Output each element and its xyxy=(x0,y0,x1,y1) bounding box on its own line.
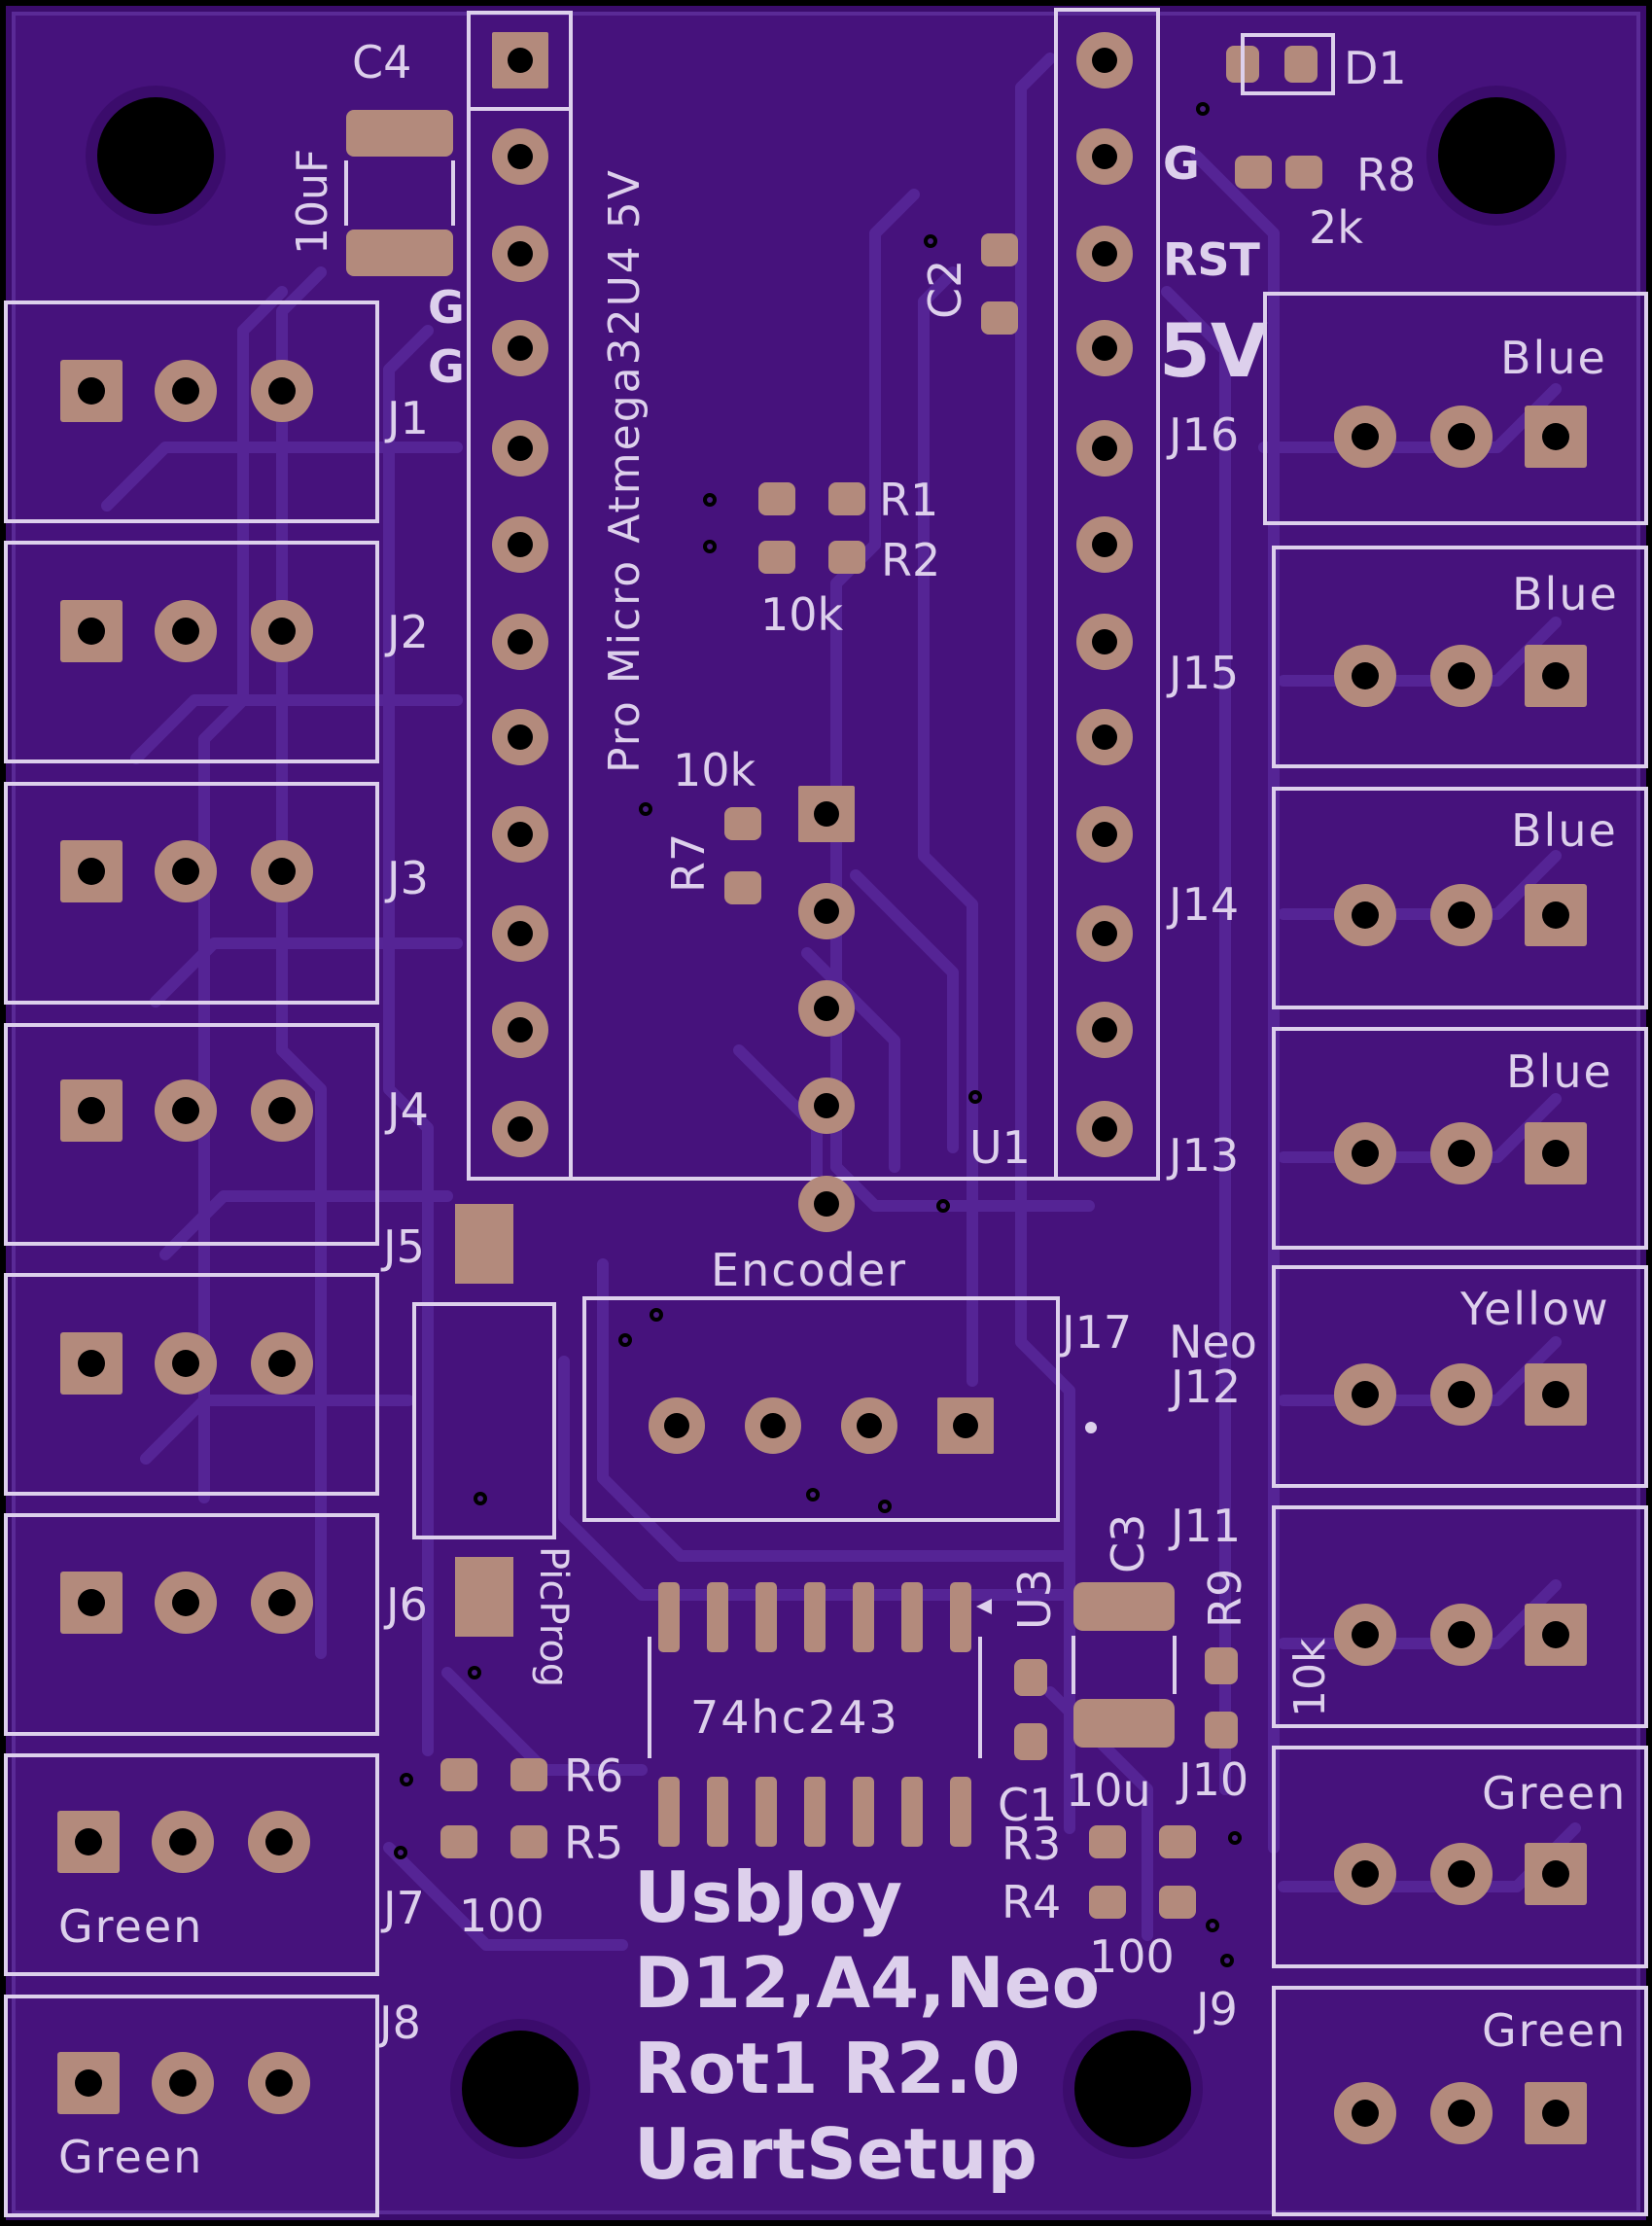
r2-value: 10k xyxy=(760,588,844,641)
j8-label: Green xyxy=(58,2131,203,2183)
j13-ref: J13 xyxy=(1166,1129,1239,1182)
smd-silk xyxy=(344,33,1335,1758)
picprog-label: PicProg xyxy=(531,1546,576,1687)
board-title-line-2: D12,A4,Neo xyxy=(634,1942,1100,2024)
c4-value: 10uF xyxy=(288,149,337,255)
r8-ref: R8 xyxy=(1356,149,1416,201)
r4-value: 100 xyxy=(1089,1930,1175,1983)
j1-ref: J1 xyxy=(384,392,429,444)
j17-connector xyxy=(582,1296,1060,1522)
j17-ref: J17 xyxy=(1059,1306,1132,1359)
pin-label-g2: G xyxy=(428,340,465,393)
j15-label: Blue xyxy=(1512,568,1619,620)
j7-label: Green xyxy=(58,1900,203,1953)
j14-ref: J14 xyxy=(1166,878,1239,931)
r9-value: 10k xyxy=(1285,1638,1335,1717)
neo-label: Neo xyxy=(1169,1316,1257,1368)
j3-ref: J3 xyxy=(384,852,429,904)
board-title-line-3: Rot1 R2.0 xyxy=(634,2028,1020,2109)
j16-label: Blue xyxy=(1500,332,1607,384)
r7-ref: R7 xyxy=(662,833,715,893)
r5-value: 100 xyxy=(459,1890,545,1942)
r6-ref: R6 xyxy=(564,1749,623,1802)
j15-ref: J15 xyxy=(1166,647,1239,699)
picprog-header xyxy=(412,1204,556,1637)
module-name: Pro Micro Atmega32U4 5V xyxy=(600,168,650,773)
j12-label: Yellow xyxy=(1459,1283,1610,1335)
j13-label: Blue xyxy=(1506,1045,1613,1098)
u1-ref: U1 xyxy=(969,1121,1031,1174)
right-connectors xyxy=(1263,292,1648,2216)
r5-ref: R5 xyxy=(564,1817,623,1869)
j9-ref: J9 xyxy=(1193,1983,1238,2035)
board-title-line-4: UartSetup xyxy=(634,2113,1037,2195)
j5-ref: J5 xyxy=(380,1220,425,1273)
mounting-holes xyxy=(86,86,1566,2159)
j12-ref: J12 xyxy=(1168,1360,1241,1413)
r2-ref: R2 xyxy=(881,534,940,586)
u3-ref: U3 xyxy=(1008,1569,1061,1630)
c3-value: 10u xyxy=(1066,1764,1151,1817)
silkscreen-labels: C4 10uF Pro Micro Atmega32U4 5V G G G RS… xyxy=(58,36,1627,2195)
j6-ref: J6 xyxy=(383,1578,428,1631)
pin-label-rst: RST xyxy=(1163,233,1261,286)
pin-label-right-g: G xyxy=(1163,137,1200,190)
pin-label-5v: 5V xyxy=(1159,307,1268,394)
c4-ref: C4 xyxy=(352,36,411,88)
j11-ref: J11 xyxy=(1168,1500,1241,1552)
left-connectors xyxy=(4,300,379,2217)
r7-value: 10k xyxy=(673,744,756,796)
u3-value: 74hc243 xyxy=(690,1691,899,1744)
j10-label: Green xyxy=(1482,1767,1627,1820)
smd-components xyxy=(346,46,1322,1919)
c3-ref: C3 xyxy=(1102,1514,1154,1573)
u3-chip xyxy=(658,1582,992,1847)
r3-ref: R3 xyxy=(1002,1818,1061,1870)
pin-label-g1: G xyxy=(428,281,465,334)
c1-ref: C1 xyxy=(998,1779,1057,1831)
r9-ref: R9 xyxy=(1199,1569,1251,1628)
j16-ref: J16 xyxy=(1166,408,1239,461)
r4-ref: R4 xyxy=(1002,1876,1061,1928)
r1-ref: R1 xyxy=(879,474,938,526)
j8-ref: J8 xyxy=(376,1996,421,2049)
j9-label: Green xyxy=(1482,2004,1627,2057)
encoder-label: Encoder xyxy=(711,1244,907,1296)
board-title-line-1: UsbJoy xyxy=(634,1856,902,1938)
j7-ref: J7 xyxy=(380,1882,425,1934)
j14-label: Blue xyxy=(1511,804,1618,857)
j10-ref: J10 xyxy=(1176,1753,1248,1806)
vias xyxy=(394,102,1242,1967)
j2-ref: J2 xyxy=(384,606,429,658)
copper-traces xyxy=(101,53,1581,1951)
c2-ref: C2 xyxy=(919,260,971,319)
d1-ref: D1 xyxy=(1344,42,1407,94)
pro-micro-outline xyxy=(467,8,1160,1181)
r8-value: 2k xyxy=(1309,201,1363,254)
j4-ref: J4 xyxy=(384,1083,429,1136)
